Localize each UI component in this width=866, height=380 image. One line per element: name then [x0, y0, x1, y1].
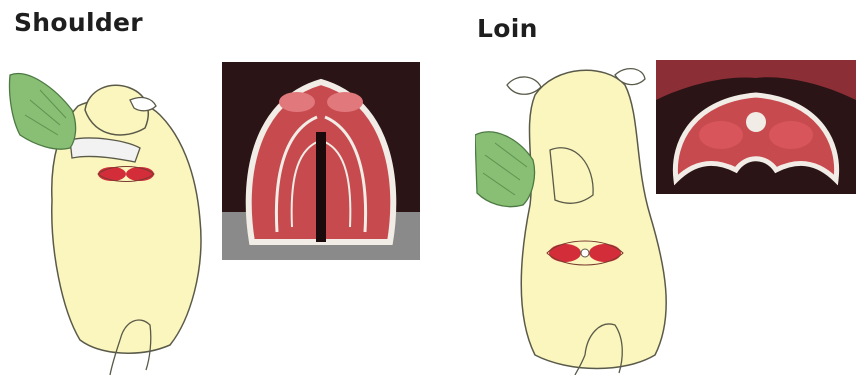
loin-heading: Loin: [477, 14, 538, 43]
shoulder-cross-section-photo: [222, 62, 420, 260]
loin-cross-section-photo: [656, 60, 856, 194]
loin-muscle-left: [549, 244, 581, 262]
shoulder-muscle-right: [126, 167, 154, 181]
shoulder-sheep-illustration: [0, 40, 220, 380]
loin-panel: Loin: [430, 0, 866, 380]
loin-muscle-right: [589, 244, 621, 262]
sheep-ear-left: [507, 77, 541, 94]
gloved-hand-icon: [9, 74, 75, 150]
sheep-body: [521, 70, 666, 368]
shoulder-panel: Shoulder: [0, 0, 430, 380]
shoulder-heading: Shoulder: [14, 8, 143, 37]
shoulder-muscle-left: [98, 167, 126, 181]
